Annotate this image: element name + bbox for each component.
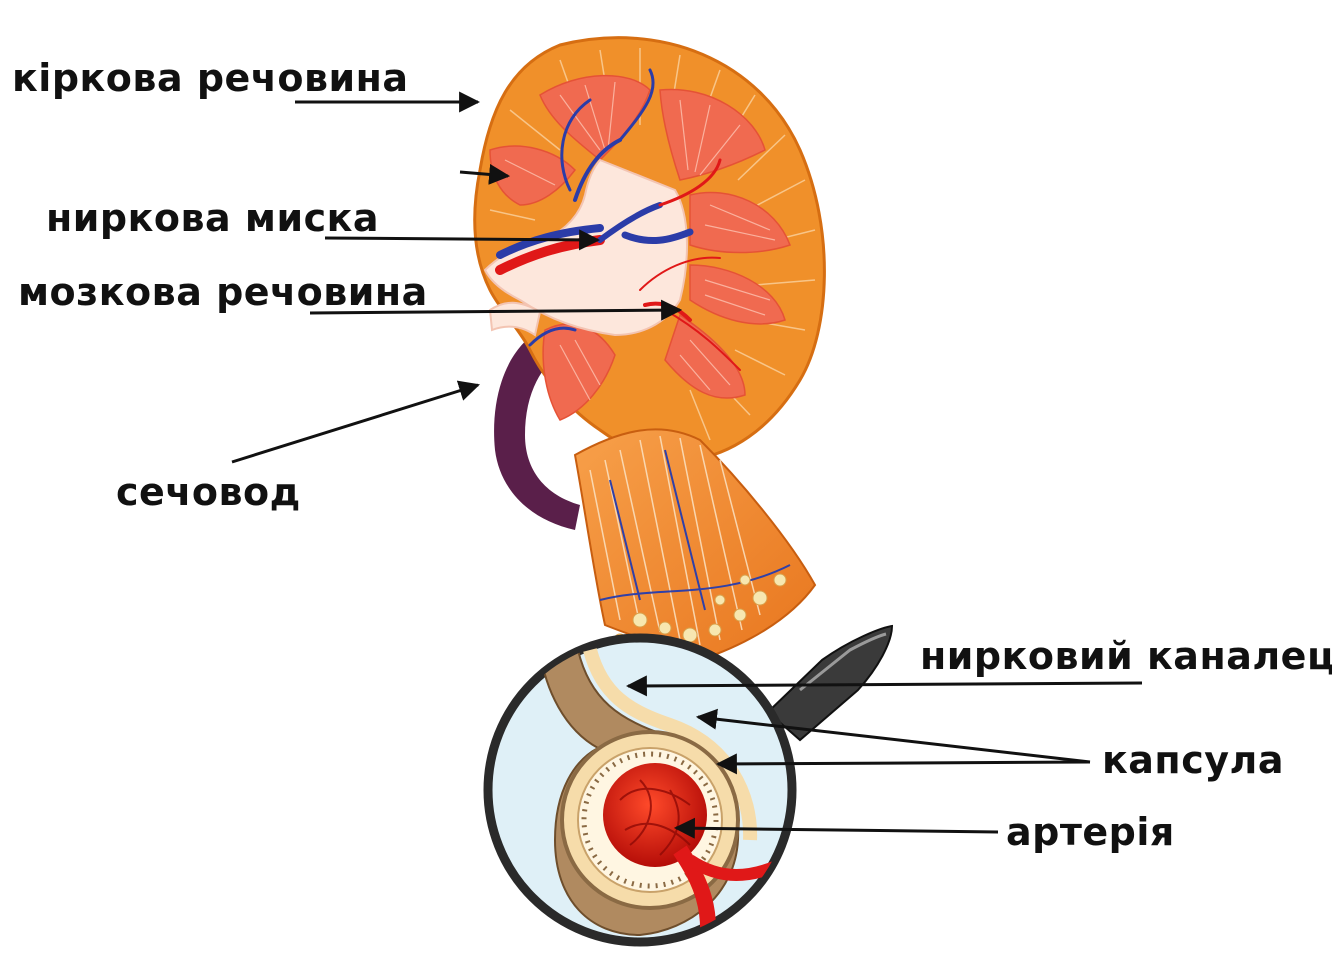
label-medulla: мозкова речовина [18,270,428,314]
label-artery: артерія [1006,810,1175,854]
label-renal-tubule: нирковий каналець [920,634,1332,678]
kidney [475,38,825,660]
label-renal-pelvis: ниркова миска [46,196,379,240]
label-cortex: кіркова речовина [12,56,409,100]
magnifier [488,626,892,954]
zoom-wedge [575,429,815,660]
label-capsule: капсула [1102,738,1284,782]
magnifier-handle [768,626,892,740]
label-ureter: сечовод [116,470,301,514]
